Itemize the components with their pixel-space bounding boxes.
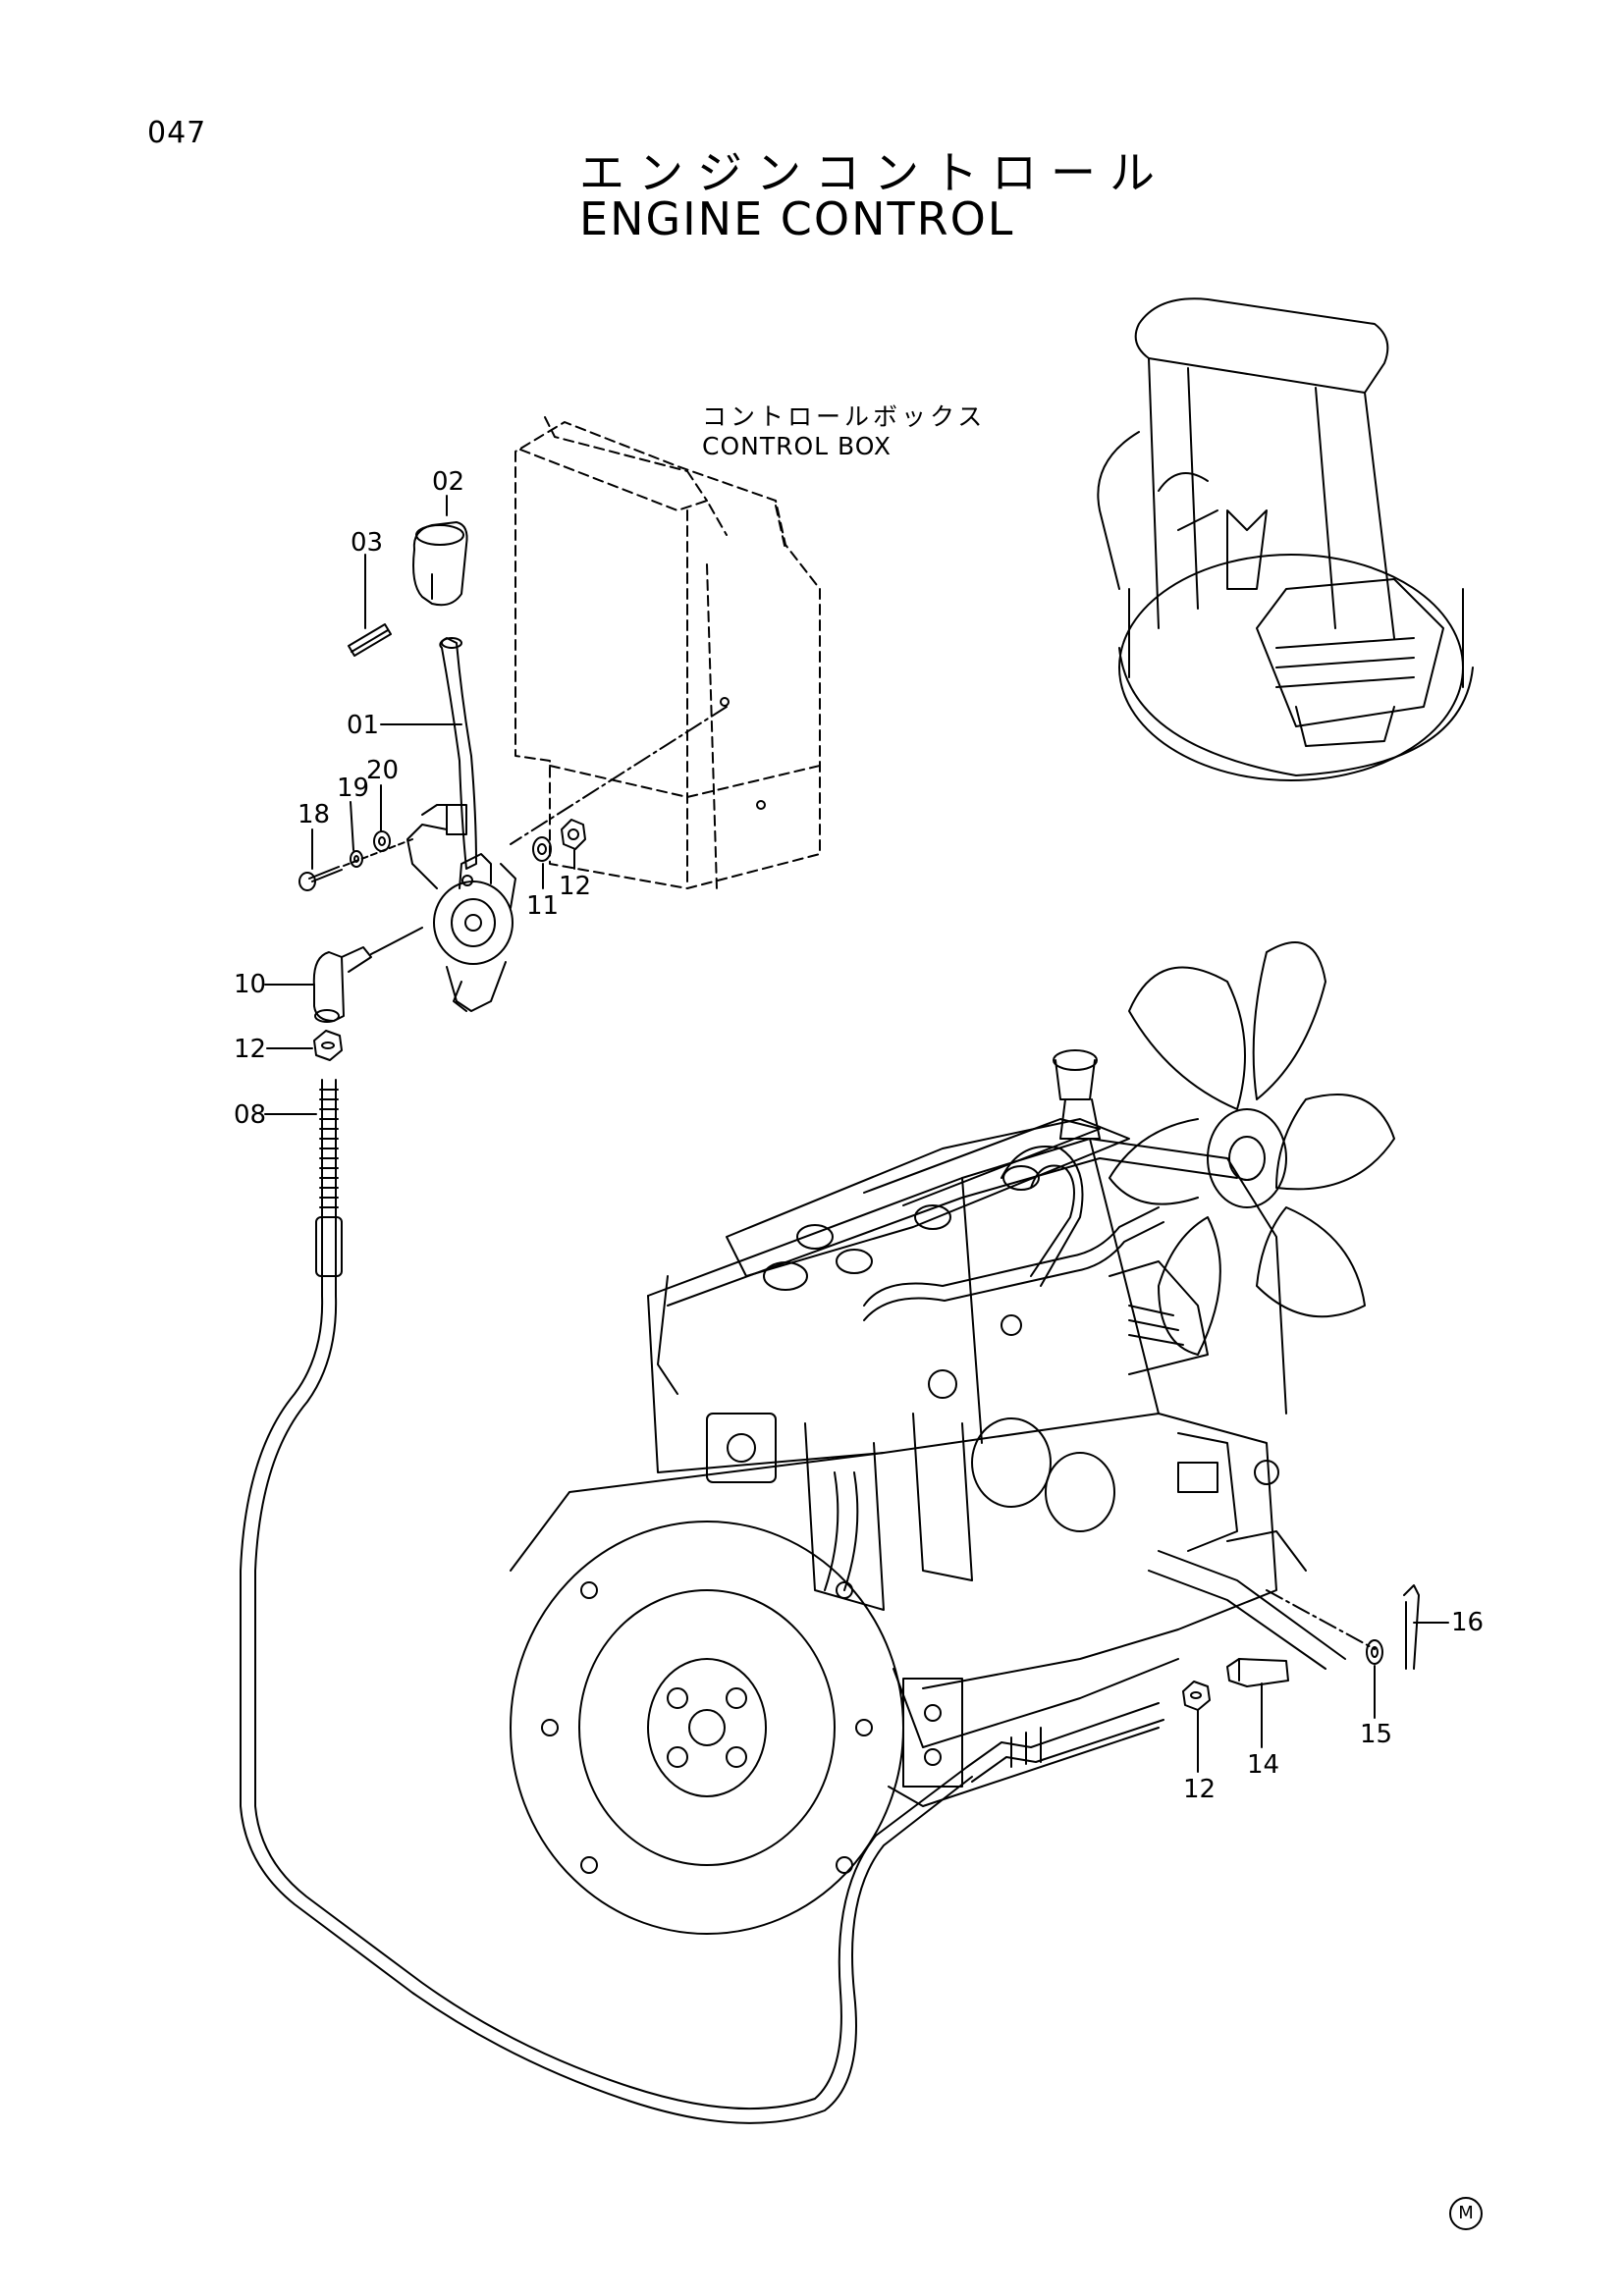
callout-10: 10 — [234, 970, 267, 999]
callout-12-top: 12 — [559, 872, 592, 901]
knob-part-02 — [412, 521, 468, 607]
leader-line-box — [510, 706, 728, 845]
washer-part-11 — [532, 836, 552, 862]
callout-16: 16 — [1451, 1608, 1485, 1637]
bolt-line — [343, 838, 413, 867]
nut-part-12-bottom — [1182, 1681, 1211, 1711]
washer-part-15 — [1366, 1639, 1383, 1665]
m-mark-icon: M — [1449, 2197, 1483, 2230]
lever-part-14 — [1226, 1658, 1289, 1687]
title-japanese: エンジンコントロール — [579, 146, 1168, 199]
callout-08: 08 — [234, 1100, 267, 1130]
control-box-label-japanese: コントロールボックス — [702, 402, 987, 431]
washer-part-19 — [350, 850, 363, 868]
screw-part-18 — [298, 866, 343, 891]
leader-19 — [350, 801, 354, 851]
pin-part-03 — [348, 623, 392, 657]
excavator-overview-drawing — [1097, 297, 1474, 781]
nut-part-12-mid — [313, 1030, 343, 1061]
elbow-part-10 — [312, 946, 372, 1023]
elbow-to-lever-line — [370, 927, 423, 955]
washer-part-20 — [373, 830, 391, 852]
callout-15: 15 — [1360, 1720, 1393, 1749]
title-english: ENGINE CONTROL — [579, 192, 1015, 245]
control-box-details — [720, 697, 766, 810]
leader-line-pin — [1266, 1589, 1376, 1650]
pin-part-16 — [1403, 1584, 1420, 1670]
page-number: 047 — [147, 116, 207, 150]
lever-part-01 — [439, 637, 477, 870]
control-box-label-english: CONTROL BOX — [702, 432, 892, 460]
callout-14: 14 — [1247, 1750, 1280, 1780]
callout-19: 19 — [337, 774, 370, 803]
control-box-drawing — [514, 416, 821, 889]
fan-drawing — [1109, 941, 1395, 1356]
callout-18: 18 — [298, 800, 331, 829]
callout-20: 20 — [366, 756, 400, 785]
callout-01: 01 — [347, 711, 380, 740]
engine-drawing — [510, 941, 1395, 1935]
nut-part-12-top — [561, 819, 586, 850]
cable-part-08 — [240, 1079, 1164, 2124]
callout-12-bottom: 12 — [1183, 1775, 1217, 1804]
lever-base-assembly — [406, 804, 516, 1012]
callout-12-mid: 12 — [234, 1035, 267, 1064]
callout-11: 11 — [526, 891, 560, 921]
callout-03: 03 — [351, 528, 384, 558]
callout-02: 02 — [432, 467, 465, 497]
